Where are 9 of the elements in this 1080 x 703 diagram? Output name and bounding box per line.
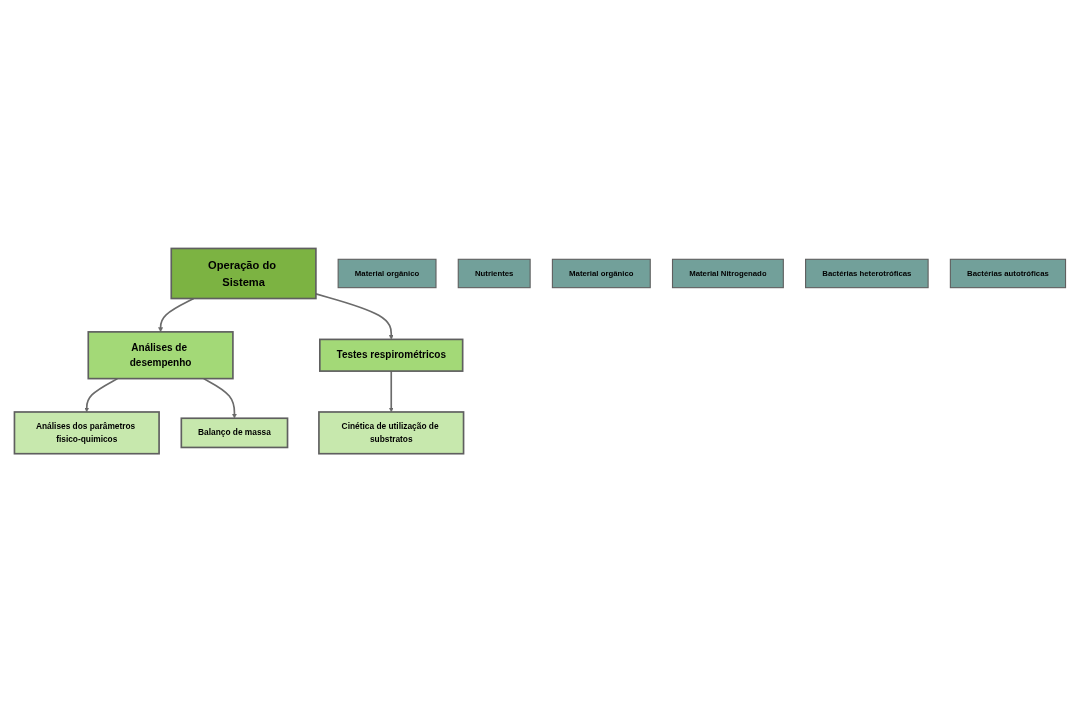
node-box: Operação do Sistema bbox=[170, 248, 317, 300]
node-box: Análises de desempenho bbox=[87, 331, 234, 380]
node-box: Balanço de massa bbox=[180, 417, 289, 449]
arrow bbox=[388, 370, 394, 413]
arrow bbox=[315, 293, 394, 341]
arrow bbox=[158, 298, 195, 333]
node-box: Testes respirométricos bbox=[319, 339, 464, 373]
node-box: Cinética de utilização de substratos bbox=[318, 411, 465, 455]
node-box: Análises dos parâmetros fisico-quimicos bbox=[13, 411, 160, 455]
